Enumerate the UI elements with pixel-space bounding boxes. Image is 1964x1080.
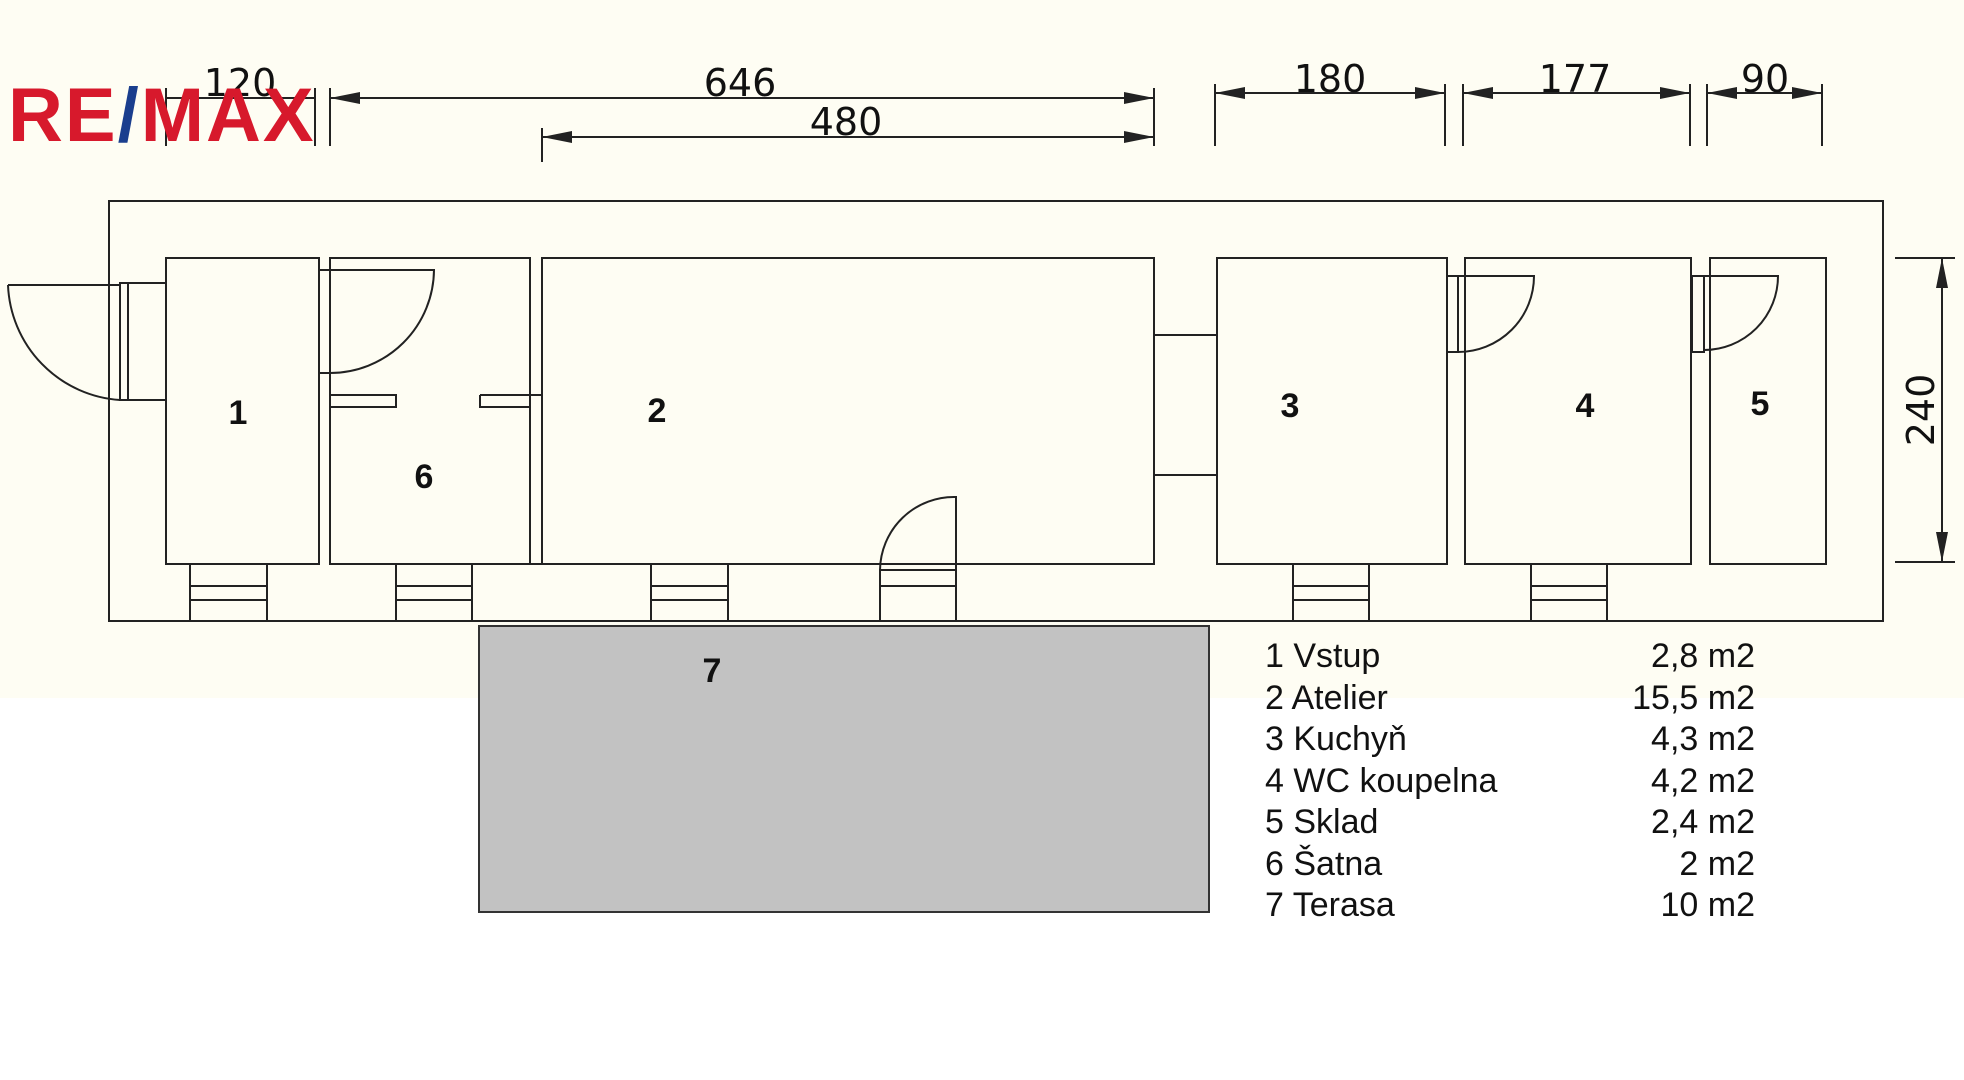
legend-room-area: 2,4 m2 <box>1651 803 1755 841</box>
legend-room-name: 4 WC koupelna <box>1265 761 1498 800</box>
dimension-90: 90 <box>1741 57 1789 101</box>
legend-room-name: 1 Vstup <box>1265 637 1381 675</box>
legend-room-area: 2,8 m2 <box>1651 637 1755 675</box>
paper-background <box>0 0 1964 698</box>
windows <box>189 563 1608 622</box>
room-label-4: 4 <box>1576 387 1595 425</box>
legend-row: 4 WC koupelna 4,2 m2 <box>1265 761 1755 803</box>
logo-slash: / <box>117 73 141 158</box>
legend-room-name: 3 Kuchyň <box>1265 720 1407 758</box>
outer-wall <box>108 200 1884 622</box>
legend-room-name: 2 Atelier <box>1265 678 1388 717</box>
legend-room-area: 10 m2 <box>1660 886 1756 924</box>
legend-room-name: 7 Terasa <box>1265 886 1395 924</box>
room-5-outline <box>1709 257 1827 565</box>
room-label-5: 5 <box>1751 385 1770 423</box>
legend-row: 5 Sklad 2,4 m2 <box>1265 802 1755 844</box>
room-label-2: 2 <box>648 392 667 430</box>
doors <box>7 269 1780 571</box>
legend-row: 2 Atelier 15,5 m2 <box>1265 678 1755 720</box>
room-label-7: 7 <box>703 652 722 690</box>
legend-room-area: 4,2 m2 <box>1651 761 1755 800</box>
remax-logo: RE/MAX <box>8 78 316 154</box>
dimension-240: 240 <box>1899 374 1943 447</box>
legend-row: 1 Vstup 2,8 m2 <box>1265 636 1755 678</box>
room-label-3: 3 <box>1281 387 1300 425</box>
dimension-arrows <box>330 87 1948 562</box>
room-area-legend: 1 Vstup 2,8 m2 2 Atelier 15,5 m2 3 Kuchy… <box>1265 636 1755 927</box>
dimension-177: 177 <box>1539 57 1612 101</box>
dimension-lines <box>165 84 1955 563</box>
dimension-180: 180 <box>1294 57 1367 101</box>
dimension-120: 120 <box>204 61 277 105</box>
legend-row: 6 Šatna 2 m2 <box>1265 844 1755 886</box>
legend-room-area: 2 m2 <box>1679 844 1755 883</box>
walls <box>108 200 1884 622</box>
logo-re: RE <box>8 73 118 158</box>
legend-room-name: 6 Šatna <box>1265 844 1383 883</box>
legend-row: 7 Terasa 10 m2 <box>1265 885 1755 927</box>
dimension-646: 646 <box>704 61 777 105</box>
legend-room-name: 5 Sklad <box>1265 803 1379 841</box>
room-label-1: 1 <box>229 394 248 432</box>
legend-row: 3 Kuchyň 4,3 m2 <box>1265 719 1755 761</box>
logo-max: MAX <box>140 73 316 158</box>
legend-room-area: 4,3 m2 <box>1651 720 1755 758</box>
room-6-outline <box>329 257 531 565</box>
room-label-6: 6 <box>415 458 434 496</box>
legend-room-area: 15,5 m2 <box>1632 678 1755 717</box>
dimension-480: 480 <box>810 100 883 144</box>
terrace <box>478 625 1210 913</box>
